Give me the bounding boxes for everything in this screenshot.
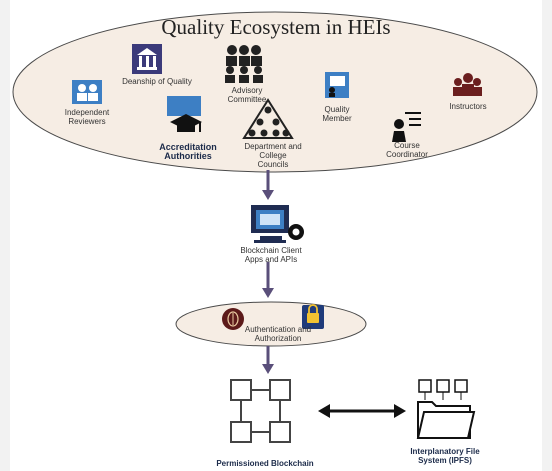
fingerprint-icon <box>222 308 244 330</box>
accreditation-label: Accreditation Authorities <box>159 142 217 161</box>
right-margin <box>542 0 552 471</box>
advisory-label: Advisory Committee <box>227 86 267 104</box>
reviewers-label: Independent Reviewers <box>64 108 110 126</box>
deanship-label: Deanship of Quality <box>122 77 192 86</box>
quality-member-label: Quality Member <box>322 105 352 123</box>
department-icon <box>242 98 294 139</box>
instructors-label: Instructors <box>449 102 487 111</box>
client-app-icon <box>251 205 304 243</box>
blockchain-icon <box>230 379 291 443</box>
client-label: Blockchain Client Apps and APIs <box>240 246 302 264</box>
deanship-icon <box>132 44 162 74</box>
quality-member-icon <box>325 72 349 98</box>
ipfs-icon <box>416 379 476 439</box>
auth-label: Authentication and Authorization <box>244 325 312 343</box>
instructors-icon <box>453 73 482 96</box>
diagram-title: Quality Ecosystem in HEIs <box>161 15 391 39</box>
department-label: Department and College Councils <box>244 142 302 169</box>
blockchain-label: Permissioned Blockchain <box>216 459 314 468</box>
reviewers-icon <box>72 80 102 104</box>
advisory-icon <box>225 45 263 83</box>
double-arrow <box>318 404 406 418</box>
course-coordinator-icon <box>392 112 421 142</box>
course-coordinator-label: Course Coordinator <box>386 141 428 159</box>
lock-icon <box>302 304 324 329</box>
accreditation-icon <box>167 96 202 132</box>
left-margin <box>0 0 10 471</box>
flow-arrows <box>262 170 274 374</box>
ipfs-label: Interplanatory File System (IPFS) <box>410 447 480 465</box>
